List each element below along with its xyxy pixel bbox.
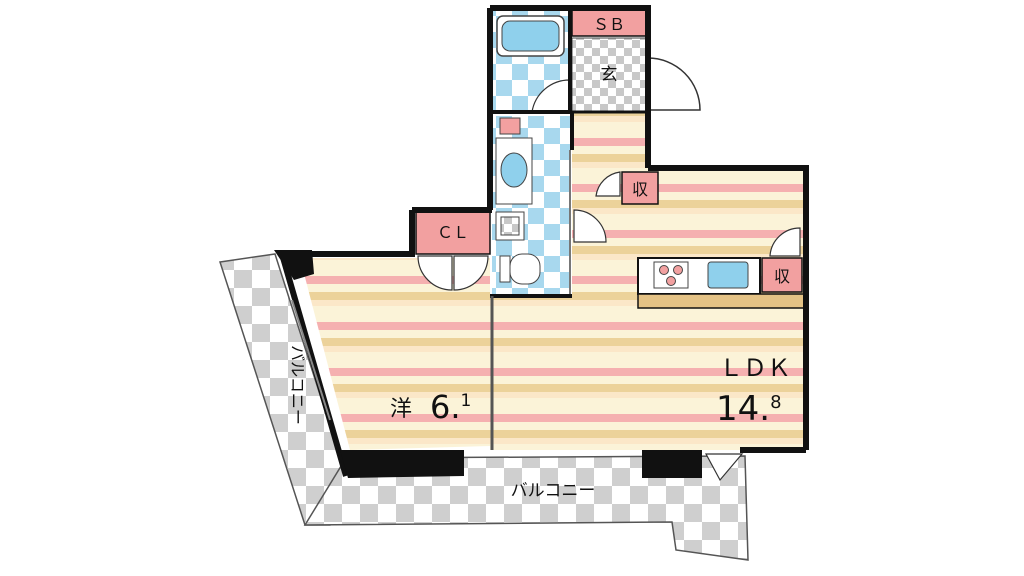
- washroom-shelf: [499, 117, 521, 135]
- western-size-sub: 1: [461, 391, 472, 411]
- western-room: [300, 258, 490, 450]
- closet-door-left: [417, 255, 453, 291]
- wall-block: [274, 250, 314, 280]
- wall-block: [642, 450, 702, 478]
- closet-label: ＣＬ: [437, 223, 469, 242]
- hallway: [572, 112, 648, 174]
- closet-door-right: [453, 255, 489, 291]
- toilet-bowl: [509, 253, 541, 285]
- burner-icon: [666, 276, 676, 286]
- balcony-bottom-label: バルコニー: [511, 481, 596, 501]
- burner-icon: [659, 265, 669, 275]
- kitchen-counter-base: [637, 293, 805, 309]
- closet: [415, 209, 491, 255]
- entrance-label: 玄: [601, 65, 618, 85]
- balcony-door-swing: [704, 453, 744, 482]
- bathtub-basin: [501, 20, 560, 52]
- balcony-bottom: [303, 455, 749, 561]
- storage-upper: [621, 171, 659, 205]
- entrance-door-swing: [647, 57, 701, 111]
- washing-machine-inner: [500, 216, 520, 236]
- ldk-door-swing: [573, 209, 607, 243]
- walls: [279, 5, 809, 477]
- balcony-left-label: バルコニー: [288, 345, 307, 425]
- storage-kitchen-label: 収: [774, 267, 790, 286]
- burner-icon: [673, 265, 683, 275]
- storage-kitchen: [761, 257, 803, 293]
- ldk-size-sub: 8: [770, 392, 781, 413]
- kitchen-sink: [707, 261, 749, 289]
- ldk-room: [490, 168, 804, 450]
- ldk-size-main: 14.: [716, 389, 770, 429]
- western-size: 6.1: [430, 388, 471, 426]
- toilet-tank: [499, 255, 511, 283]
- storage-upper-label: 収: [632, 180, 648, 199]
- hall-door-swing: [595, 171, 621, 197]
- ldk-label: ＬＤＫ: [719, 354, 791, 382]
- western-label: 洋: [390, 397, 412, 422]
- sb-storage: [571, 9, 647, 37]
- wall-block: [340, 450, 464, 478]
- ldk-size: 14.8: [716, 389, 782, 429]
- washbasin: [500, 152, 528, 188]
- sb-label: ＳＢ: [593, 15, 625, 34]
- western-size-main: 6.: [430, 388, 461, 426]
- kitchen-storage-door-swing: [769, 227, 801, 257]
- window-left: [291, 299, 331, 421]
